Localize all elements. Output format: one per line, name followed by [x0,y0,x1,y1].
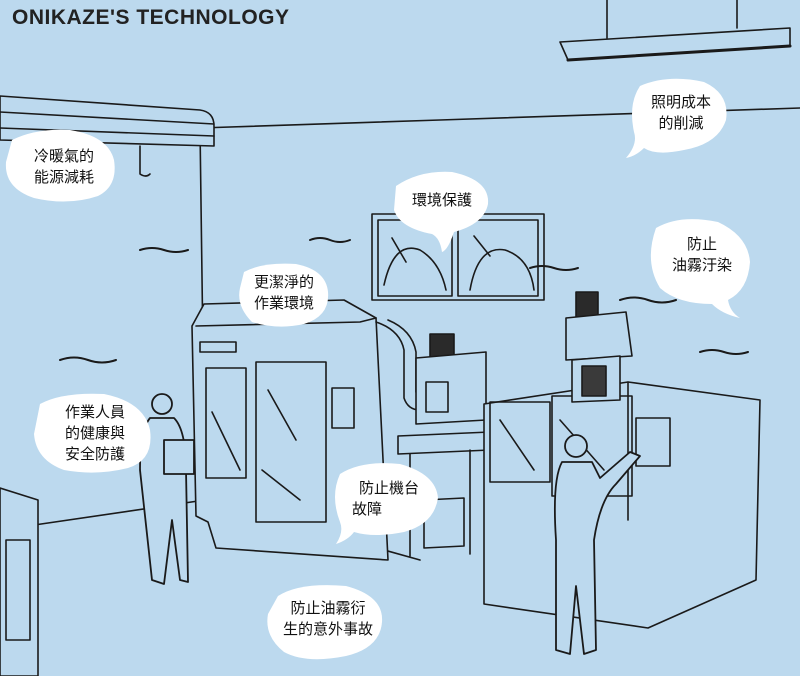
callout-line: 的健康與 [64,424,125,442]
callout-line: 環境保護 [411,191,472,209]
callout-oil-mist-pollution: 防止 油霧汙染 [662,234,742,276]
callout-line: 冷暖氣的 [33,147,94,165]
callout-line: 防止 [686,235,717,253]
bubble-lighting [626,78,727,158]
callout-environment-protection: 環境保護 [404,190,480,211]
callout-line: 防止機台 [358,479,419,497]
callout-lighting-cost: 照明成本 的削減 [642,92,720,134]
speech-bubbles [5,78,750,660]
callout-heating-cooling: 冷暖氣的 能源減耗 [22,146,106,188]
callout-line: 油霧汙染 [671,256,732,274]
cabinet-left [0,487,39,676]
callout-worker-safety: 作業人員 的健康與 安全防護 [48,402,142,465]
bubble-accidents [267,585,383,660]
bubble-worker [34,393,151,473]
callout-line: 作業人員 [64,403,125,421]
mist-collector-left [397,333,491,557]
callout-line: 照明成本 [650,93,711,111]
callout-line: 安全防護 [64,445,125,463]
mist-collector-right [565,291,633,403]
callout-line: 故障 [352,500,383,518]
worker-right [553,434,641,655]
callout-machine-failure: 防止機台 故障 [348,478,430,520]
bubble-cleaner [239,263,329,327]
bubble-machine [335,463,438,544]
ceiling-lamp [559,0,792,62]
callout-line: 的削減 [658,114,704,132]
mist-collector-duct [375,319,421,411]
callout-line: 生的意外事故 [282,620,373,638]
callout-line: 能源減耗 [33,168,94,186]
bubble-oil-mist [650,219,750,318]
callout-cleaner-workplace: 更潔淨的 作業環境 [244,272,324,314]
bubble-heating [5,129,115,202]
machining-center-right [483,381,761,629]
callout-line: 作業環境 [253,294,314,312]
callout-line: 更潔淨的 [253,273,314,291]
bubble-environment [394,171,489,252]
callout-mist-accidents: 防止油霧衍 生的意外事故 [276,598,380,640]
callout-line: 防止油霧衍 [290,599,366,617]
brand-logo: ONIKAZE'S TECHNOLOGY [12,6,290,29]
worker-left [139,393,195,585]
mist-lines [59,237,749,364]
